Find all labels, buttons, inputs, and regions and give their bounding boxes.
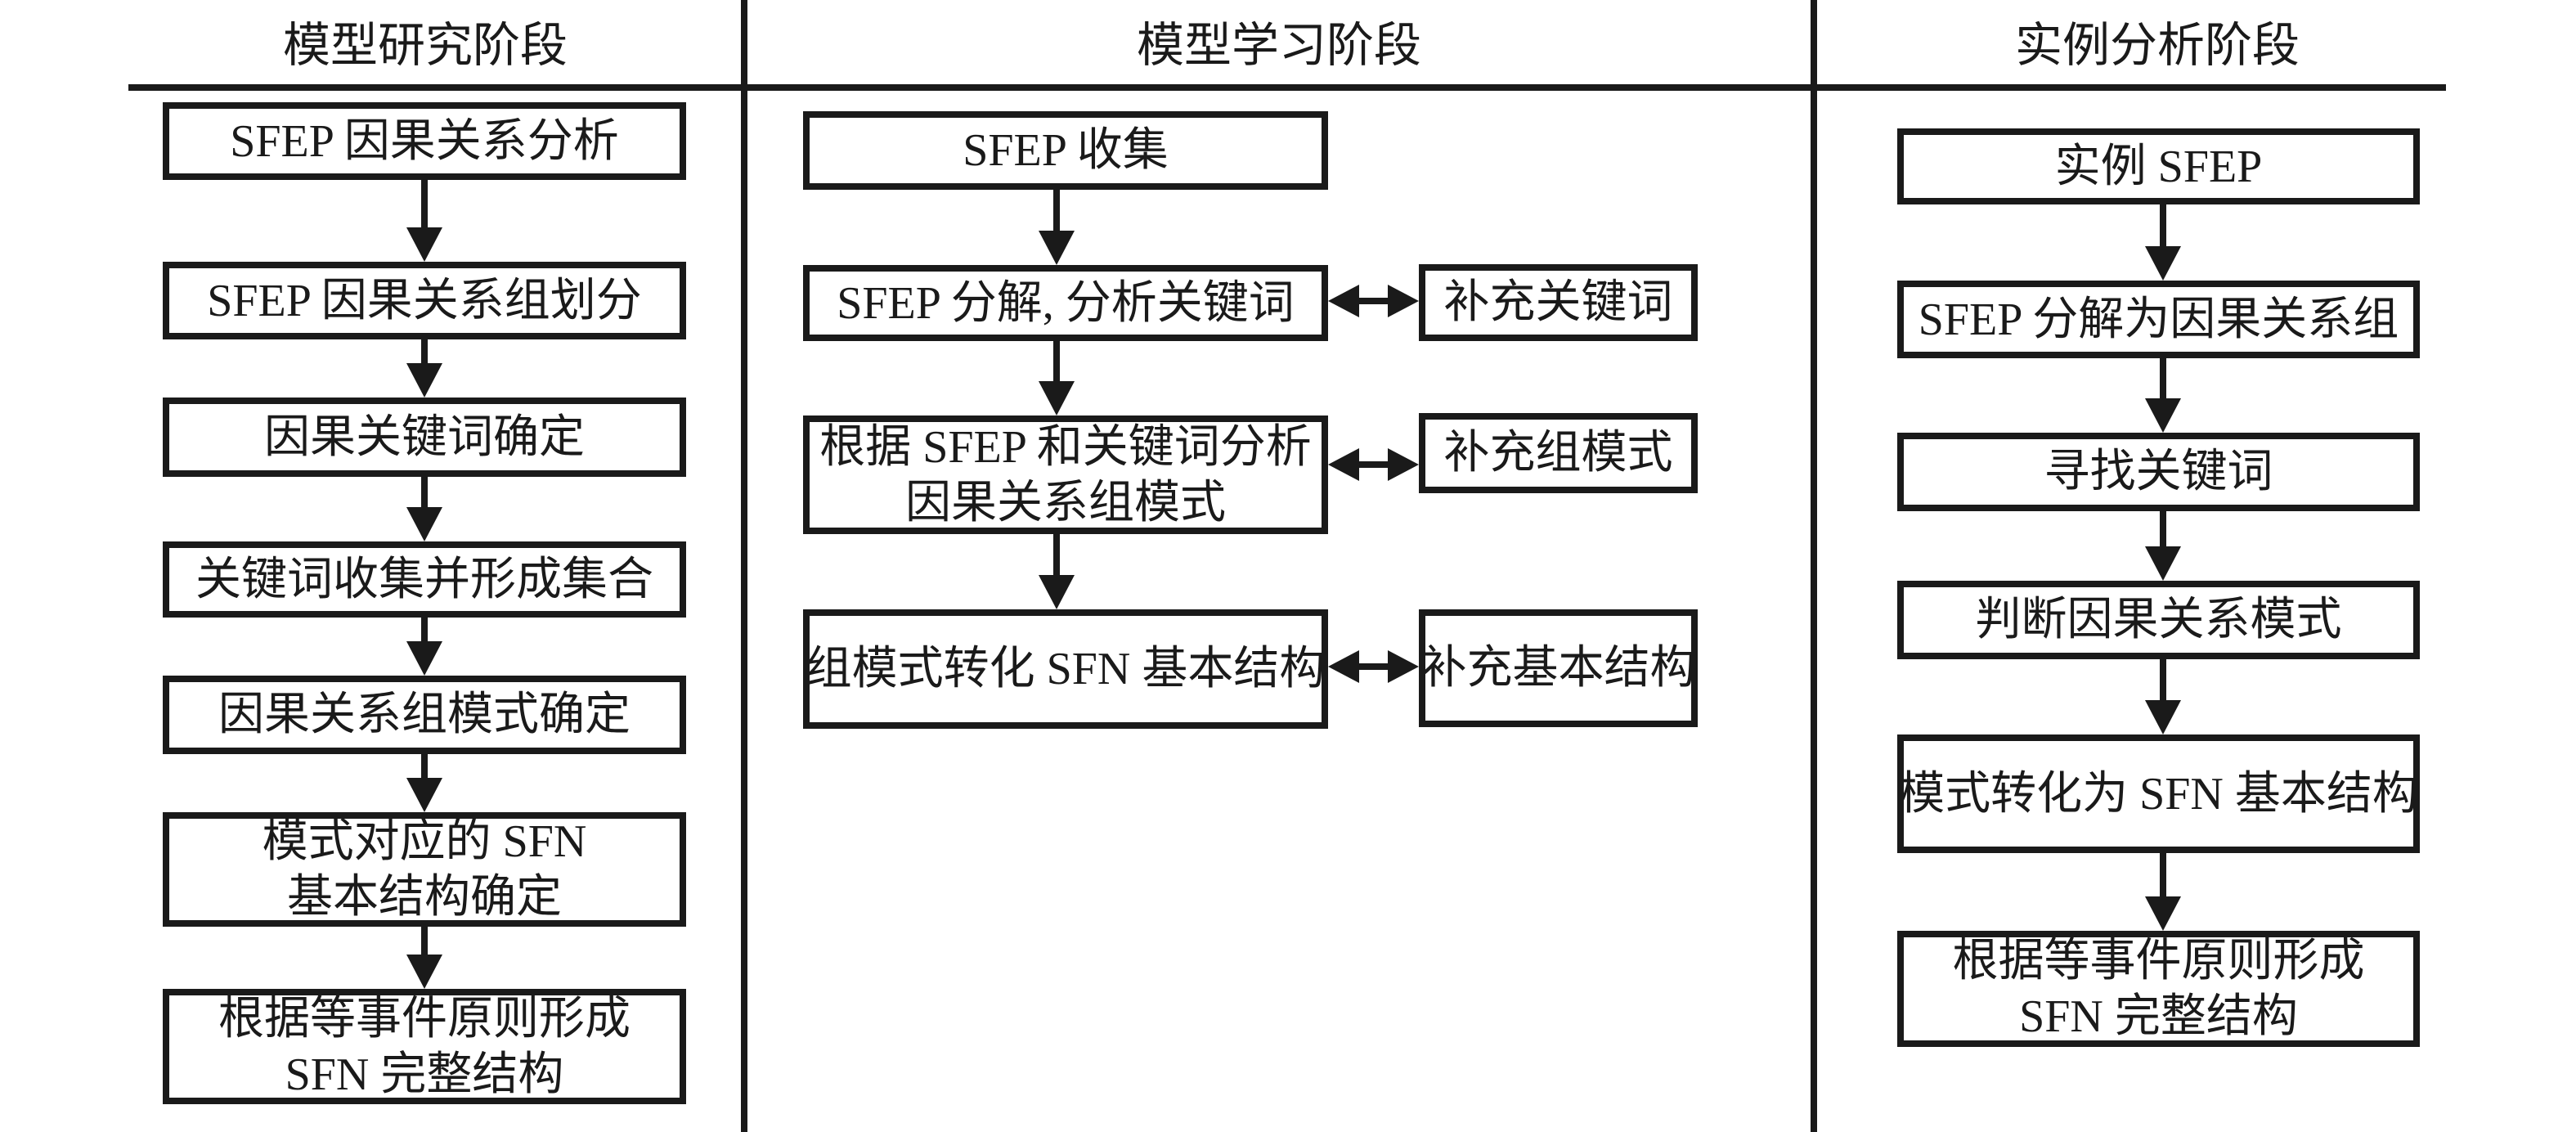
arrow-down-icon <box>2160 358 2166 402</box>
double-arrow-icon <box>1352 298 1391 304</box>
flow-box-label: 模式转化为 SFN 基本结构 <box>1899 768 2418 820</box>
flow-box-label: 根据 SFEP 和关键词分析 <box>819 421 1312 473</box>
flow-box-research-2: SFEP 因果关系组划分 <box>163 262 686 339</box>
arrow-down-icon <box>2160 204 2166 249</box>
flow-box-label: 因果关系组模式确定 <box>218 690 631 740</box>
column-header-analysis: 实例分析阶段 <box>2014 19 2300 72</box>
arrow-down-icon <box>421 477 428 510</box>
flow-box-label: 补充关键词 <box>1443 277 1673 328</box>
flow-box-label: 根据等事件原则形成 <box>1952 936 2365 986</box>
flow-box-analysis-2: SFEP 分解为因果关系组 <box>1897 281 2420 358</box>
flow-box-research-5: 因果关系组模式确定 <box>163 676 686 754</box>
arrow-down-icon <box>2145 896 2181 931</box>
flow-box-label: 补充组模式 <box>1443 428 1673 478</box>
arrow-down-icon <box>2145 700 2181 734</box>
flow-box-label: SFEP 分解为因果关系组 <box>1918 294 2399 345</box>
arrow-down-icon <box>1039 231 1075 265</box>
arrow-down-icon <box>2160 511 2166 550</box>
flow-box-label: 判断因果关系模式 <box>1975 595 2342 645</box>
double-arrow-icon <box>1388 285 1419 317</box>
double-arrow-icon <box>1352 663 1391 670</box>
flow-box-label: 因果关键词确定 <box>264 411 585 463</box>
flow-box-label: SFN 完整结构 <box>2019 991 2298 1042</box>
flow-box-learning-4: 组模式转化 SFN 基本结构 <box>803 609 1328 729</box>
flow-box-research-6: 模式对应的 SFN 基本结构确定 <box>163 812 686 927</box>
flow-box-supplement-keywords: 补充关键词 <box>1419 264 1698 341</box>
flow-box-label: 因果关系组模式 <box>905 477 1226 528</box>
flow-box-supplement-basic-structure: 补充基本结构 <box>1419 609 1698 727</box>
arrow-down-icon <box>1053 534 1060 578</box>
arrow-down-icon <box>2160 853 2166 900</box>
double-arrow-icon <box>1328 650 1359 683</box>
arrow-down-icon <box>406 363 442 398</box>
flow-box-label: 模式对应的 SFN <box>262 816 587 867</box>
flow-box-label: 根据等事件原则形成 <box>218 993 631 1044</box>
arrow-down-icon <box>421 180 428 231</box>
column-divider-left <box>741 0 747 1132</box>
flow-box-label: 基本结构确定 <box>287 872 562 923</box>
arrow-down-icon <box>406 641 442 676</box>
double-arrow-icon <box>1352 461 1391 468</box>
arrow-down-icon <box>406 955 442 989</box>
flow-box-learning-3: 根据 SFEP 和关键词分析 因果关系组模式 <box>803 416 1328 534</box>
arrow-down-icon <box>421 754 428 781</box>
arrow-down-icon <box>406 778 442 812</box>
flow-box-label: SFEP 分解, 分析关键词 <box>837 277 1295 329</box>
flow-box-research-1: SFEP 因果关系分析 <box>163 102 686 180</box>
flow-box-label: 寻找关键词 <box>2044 447 2273 497</box>
column-header-research: 模型研究阶段 <box>282 19 568 72</box>
flow-box-research-4: 关键词收集并形成集合 <box>163 541 686 618</box>
flow-box-label: SFEP 收集 <box>963 125 1169 176</box>
arrow-down-icon <box>421 618 428 645</box>
flow-box-label: SFEP 因果关系分析 <box>230 115 619 167</box>
flow-box-research-3: 因果关键词确定 <box>163 398 686 477</box>
arrow-down-icon <box>406 227 442 262</box>
arrow-down-icon <box>2145 398 2181 433</box>
flow-box-analysis-1: 实例 SFEP <box>1897 128 2420 204</box>
arrow-down-icon <box>1053 341 1060 384</box>
flow-box-learning-1: SFEP 收集 <box>803 111 1328 190</box>
flow-box-label: SFN 完整结构 <box>285 1049 564 1100</box>
flow-box-label: SFEP 因果关系组划分 <box>207 275 642 326</box>
double-arrow-icon <box>1388 650 1419 683</box>
arrow-down-icon <box>2145 246 2181 281</box>
flow-box-analysis-6: 根据等事件原则形成 SFN 完整结构 <box>1897 931 2420 1047</box>
flow-box-analysis-4: 判断因果关系模式 <box>1897 581 2420 659</box>
flow-box-analysis-3: 寻找关键词 <box>1897 433 2420 511</box>
arrow-down-icon <box>421 927 428 958</box>
header-rule <box>128 84 2446 91</box>
flow-box-learning-2: SFEP 分解, 分析关键词 <box>803 265 1328 341</box>
column-header-learning: 模型学习阶段 <box>1136 19 1421 72</box>
arrow-down-icon <box>1053 190 1060 234</box>
flow-box-label: 实例 SFEP <box>2054 141 2263 192</box>
double-arrow-icon <box>1328 285 1359 317</box>
arrow-down-icon <box>2160 659 2166 703</box>
arrow-down-icon <box>2145 546 2181 581</box>
flow-box-research-7: 根据等事件原则形成 SFN 完整结构 <box>163 989 686 1104</box>
arrow-down-icon <box>1039 381 1075 416</box>
arrow-down-icon <box>406 507 442 541</box>
arrow-down-icon <box>1039 575 1075 609</box>
flow-box-supplement-group-pattern: 补充组模式 <box>1419 413 1698 493</box>
column-divider-right <box>1811 0 1817 1132</box>
double-arrow-icon <box>1388 448 1419 481</box>
flow-box-analysis-5: 模式转化为 SFN 基本结构 <box>1897 734 2420 853</box>
flow-box-label: 补充基本结构 <box>1420 643 1696 694</box>
flow-box-label: 关键词收集并形成集合 <box>195 554 653 605</box>
arrow-down-icon <box>421 339 428 366</box>
flow-box-label: 组模式转化 SFN 基本结构 <box>806 644 1326 694</box>
double-arrow-icon <box>1328 448 1359 481</box>
